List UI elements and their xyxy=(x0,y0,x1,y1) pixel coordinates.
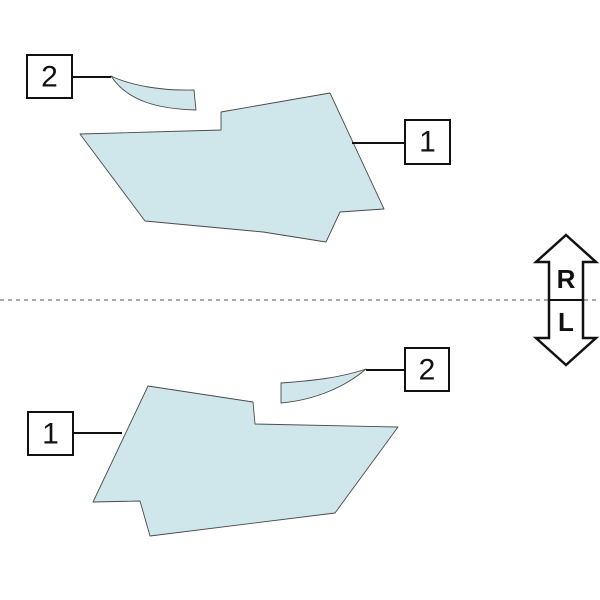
callout-label-left-2: 2 xyxy=(419,354,436,387)
callout-box-right-2 xyxy=(26,54,73,99)
right-small-part-2 xyxy=(110,75,197,111)
side-indicator: R L xyxy=(532,233,600,367)
left-small-part-2 xyxy=(280,368,367,404)
callout-label-left-1: 1 xyxy=(42,418,59,451)
right-panel-1 xyxy=(79,92,385,243)
callout-label-right-1: 1 xyxy=(419,126,436,159)
left-panel-1 xyxy=(92,385,399,537)
callout-box-left-2 xyxy=(404,347,450,392)
side-letter-r: R xyxy=(557,264,576,294)
callout-label-right-2: 2 xyxy=(41,61,58,94)
callout-box-right-1 xyxy=(404,119,451,165)
callout-box-left-1 xyxy=(27,411,74,456)
side-letter-l: L xyxy=(558,307,574,337)
left-side-group: 2 1 xyxy=(27,347,450,537)
right-side-group: 2 1 xyxy=(26,54,451,243)
